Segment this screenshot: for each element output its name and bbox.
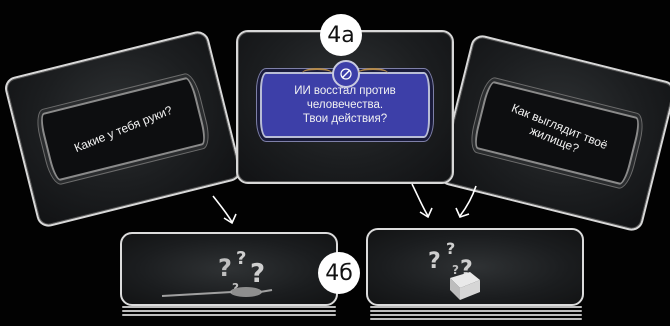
deck-top-card: ? ? ? ? — [366, 228, 584, 306]
deck-left[interactable]: ? ? ? ? — [120, 232, 338, 326]
step-label-4b: 4б — [318, 252, 360, 294]
question-marks-with-cursor-icon: ? ? ? ? — [122, 234, 336, 304]
deck-card-edge — [370, 314, 582, 316]
compass-icon — [332, 60, 360, 88]
svg-text:?: ? — [446, 239, 455, 258]
deck-card-edge — [122, 306, 336, 308]
svg-text:?: ? — [218, 254, 232, 282]
deck-card-edge — [122, 314, 336, 316]
card-text: Какие у тебя руки? — [72, 103, 174, 155]
card-text-frame: Как выглядит твоё жилище? — [472, 80, 642, 186]
emblem-wing-left — [302, 68, 332, 78]
emblem-wing-right — [358, 68, 388, 78]
question-card-right[interactable]: Как выглядит твоё жилище? — [436, 33, 670, 233]
card-text-frame: Какие у тебя руки? — [38, 76, 208, 182]
deck-card-edge — [370, 310, 582, 312]
card-text-line-1: ИИ восстал против человечества. — [262, 84, 428, 112]
question-marks-with-box-icon: ? ? ? ? — [368, 230, 582, 304]
svg-text:?: ? — [452, 263, 459, 277]
question-card-left[interactable]: Какие у тебя руки? — [2, 29, 243, 229]
deck-right[interactable]: ? ? ? ? — [366, 228, 584, 324]
card-text-line-2: Твои действия? — [303, 112, 387, 126]
deck-card-edge — [370, 318, 582, 320]
deck-top-card: ? ? ? ? — [120, 232, 338, 306]
deck-card-edge — [122, 310, 336, 312]
svg-text:?: ? — [236, 248, 246, 269]
svg-text:?: ? — [428, 249, 441, 274]
svg-text:?: ? — [250, 259, 265, 289]
step-label-text: 4а — [327, 23, 354, 48]
deck-card-edge — [370, 306, 582, 308]
step-label-text: 4б — [325, 261, 353, 286]
step-label-4a: 4а — [320, 14, 362, 56]
card-text: Как выглядит твоё жилище? — [480, 91, 633, 175]
